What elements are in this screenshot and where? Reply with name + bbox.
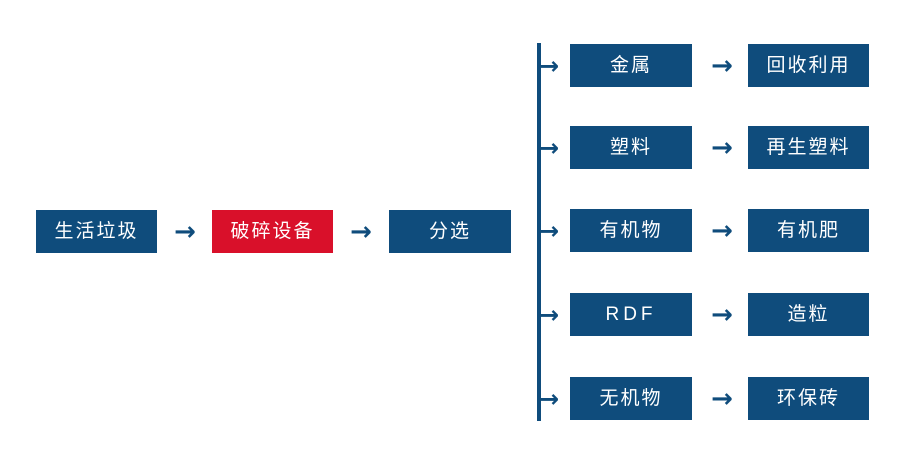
node-product-5[interactable]: 环保砖 [748,377,869,420]
node-product-3[interactable]: 有机肥 [748,209,869,252]
arrow-right-icon-row-2: → [711,132,733,163]
node-household-waste[interactable]: 生活垃圾 [36,210,157,253]
branch-arrow-icon-2: → [539,133,560,162]
node-product-4[interactable]: 造粒 [748,293,869,336]
branch-arrow-icon-1: → [539,51,560,80]
node-product-1[interactable]: 回收利用 [748,44,869,87]
node-product-2[interactable]: 再生塑料 [748,126,869,169]
arrow-right-icon-row-4: → [711,299,733,330]
arrow-right-icon-row-3: → [711,215,733,246]
arrow-right-icon-row-5: → [711,383,733,414]
branch-arrow-icon-3: → [539,216,560,245]
branch-arrow-icon-4: → [539,300,560,329]
arrow-right-icon-1: → [174,216,196,247]
branch-trunk-line [537,43,541,421]
branch-arrow-icon-5: → [539,384,560,413]
node-material-4[interactable]: RDF [570,293,692,336]
node-sorting[interactable]: 分选 [389,210,511,253]
arrow-right-icon-2: → [350,216,372,247]
node-material-1[interactable]: 金属 [570,44,692,87]
node-crushing-equipment[interactable]: 破碎设备 [212,210,333,253]
node-material-3[interactable]: 有机物 [570,209,692,252]
node-material-2[interactable]: 塑料 [570,126,692,169]
arrow-right-icon-row-1: → [711,50,733,81]
node-material-5[interactable]: 无机物 [570,377,692,420]
